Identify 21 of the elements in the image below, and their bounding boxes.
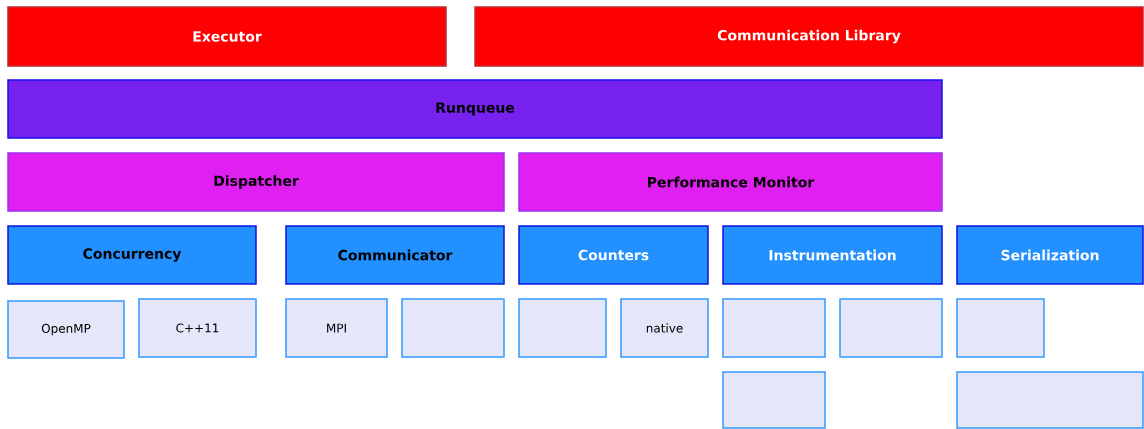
library-box bbox=[956, 298, 1045, 358]
library-box: native bbox=[620, 298, 709, 358]
component-box: Concurrency bbox=[7, 225, 257, 285]
library-box: OpenMP bbox=[7, 300, 125, 359]
library-box: C++11 bbox=[138, 298, 257, 358]
library-box bbox=[839, 298, 943, 358]
component-box: Performance Monitor bbox=[518, 152, 943, 212]
component-box: Instrumentation bbox=[722, 225, 943, 285]
component-box: Dispatcher bbox=[7, 152, 505, 212]
layer-box: Executor bbox=[7, 6, 447, 67]
component-box: Communicator bbox=[285, 225, 505, 285]
library-box bbox=[401, 298, 505, 358]
layer-box: Runqueue bbox=[7, 79, 943, 139]
library-box: MPI bbox=[285, 298, 388, 358]
library-box bbox=[722, 298, 826, 358]
component-box: Serialization bbox=[956, 225, 1144, 285]
library-box bbox=[956, 371, 1144, 429]
library-box bbox=[722, 371, 826, 429]
component-box: Counters bbox=[518, 225, 709, 285]
library-box bbox=[518, 298, 607, 358]
layer-box: Communication Library bbox=[474, 6, 1144, 67]
